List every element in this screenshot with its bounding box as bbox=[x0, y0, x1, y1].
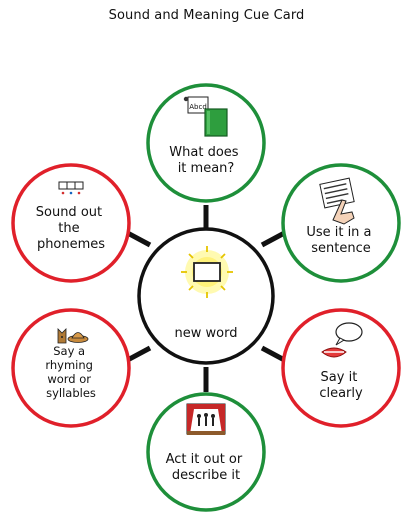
node-act: Act it out or describe it bbox=[146, 392, 266, 512]
center-node: new word bbox=[137, 227, 275, 365]
say-line-1: Say it bbox=[321, 370, 358, 385]
lightbulb-glow-icon bbox=[181, 246, 233, 298]
node-rhyme: Say a rhyming word or syllables bbox=[11, 308, 131, 428]
cat-and-hat-icon bbox=[57, 328, 89, 344]
svg-text:What does it mean?: What does it mean? bbox=[169, 145, 242, 176]
svg-text:Act it out or describe i: Act it out or describe it bbox=[166, 452, 247, 483]
pointing-at-text-icon bbox=[319, 177, 355, 225]
phonemes-line-3: phonemes bbox=[37, 237, 105, 252]
phonemes-line-1: Sound out bbox=[36, 205, 102, 220]
card-title: Sound and Meaning Cue Card bbox=[108, 8, 305, 23]
svg-text:Use it in a sentence: Use it in a sentence bbox=[306, 225, 375, 256]
book-page-text: Abcd bbox=[189, 103, 207, 111]
dictionary-book-icon: Abcd bbox=[183, 96, 228, 137]
node-phonemes: Sound out the phonemes bbox=[11, 163, 131, 283]
svg-text:Sound out the phon: Sound out the phonemes bbox=[36, 205, 107, 252]
rhyme-line-3: word or bbox=[47, 372, 91, 386]
meaning-line-2: it mean? bbox=[178, 161, 235, 176]
theatre-stage-icon bbox=[186, 403, 226, 435]
node-meaning: Abcd What does it mean? bbox=[146, 83, 266, 203]
svg-text:Say a rhyming word: Say a rhyming word or syllables bbox=[45, 344, 96, 400]
sentence-line-2: sentence bbox=[311, 241, 371, 256]
node-say: Say it clearly bbox=[281, 308, 401, 428]
phoneme-boxes-icon bbox=[58, 181, 84, 195]
act-line-2: describe it bbox=[172, 468, 240, 483]
meaning-line-1: What does bbox=[169, 145, 238, 160]
act-line-1: Act it out or bbox=[166, 452, 243, 467]
sentence-line-1: Use it in a bbox=[306, 225, 371, 240]
say-line-2: clearly bbox=[319, 386, 363, 401]
center-label: new word bbox=[175, 326, 238, 341]
rhyme-line-1: Say a bbox=[53, 344, 85, 358]
rhyme-line-2: rhyming bbox=[45, 358, 93, 372]
phonemes-line-2: the bbox=[58, 221, 79, 236]
node-sentence: Use it in a sentence bbox=[281, 163, 401, 283]
svg-text:Say it clearly: Say it clearly bbox=[319, 370, 363, 401]
rhyme-line-4: syllables bbox=[46, 386, 96, 400]
mouth-speech-bubble-icon bbox=[321, 322, 363, 358]
